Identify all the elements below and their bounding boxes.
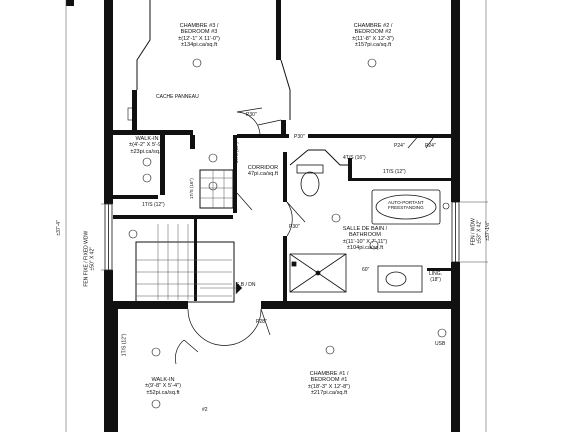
door-swings <box>175 107 437 365</box>
bedroom3-label: CHAMBRE #3 / BEDROOM #3 ±(12'-1" X 11'-0… <box>178 23 220 49</box>
vanity-width: 60" <box>362 267 370 273</box>
dim-left-label: ±37'-4" <box>56 220 63 236</box>
shelf-1ts-mid: 1T/S (16") <box>188 178 194 200</box>
door-p30-hall: P30" <box>294 134 305 140</box>
bathroom-label: SALLE DE BAIN / BATHROOM ±(11'-10" X 7'-… <box>342 226 388 252</box>
walkin-bottom-label: WALK-IN ±(9'-8" X 5'-4") ±52pi.ca/sq.ft <box>145 377 181 396</box>
cache-panneau-label: CACHE PANNEAU <box>156 94 199 100</box>
fixtures <box>127 107 441 293</box>
door-p30-left: P30" <box>246 112 257 118</box>
corridor-label: CORRIDOR 47pi.ca/sq.ft <box>247 165 279 178</box>
shelf-1ts-bottom: 1T/S (12") <box>121 333 128 357</box>
door-p24-a: P24" <box>394 143 405 149</box>
shelf-4ts: 4T/S (16") <box>343 155 366 161</box>
usb-label: USB <box>435 341 446 347</box>
bedroom1-label: CHAMBRE #1 / BEDROOM #1 ±(18'-3" X 12'-8… <box>307 371 351 397</box>
walkin-top-label: WALK-IN ±(4'-2" X 5'-9") ±23pi.ca/sq.ft <box>129 136 165 155</box>
exterior-walls <box>66 0 460 432</box>
door-p30-bath: P30" <box>289 224 300 230</box>
dim-right-label: ±37'-1½" <box>485 221 492 241</box>
shelf-1ts-bath: 1T/S (12") <box>383 169 406 175</box>
window-left-label: FEN FIXE / FIXED WDW ±50" X 42" <box>83 230 95 287</box>
symbols <box>128 58 450 409</box>
bedroom2-label: CHAMBRE #2 / BEDROOM #2 ±(11'-8" X 12'-3… <box>352 23 394 49</box>
shelf-3ts: 3T/S (15") <box>233 142 239 164</box>
door-p24-b: P24" <box>425 143 436 149</box>
window-right-label: FEN / WDW ±53" X 42" <box>470 218 482 246</box>
shelf-1ts-stair: 1T/S (12") <box>142 202 165 208</box>
dimension-lines <box>65 0 488 432</box>
door-p28: P28" <box>256 319 267 325</box>
stairs <box>136 170 243 300</box>
stair-down-label: E.B / DN <box>236 282 256 288</box>
number-2-label: #2 <box>202 407 208 413</box>
linen-label: LING. (18") <box>429 271 443 283</box>
tub-label: AUTO-PORTANT FREESTANDING <box>388 200 424 211</box>
